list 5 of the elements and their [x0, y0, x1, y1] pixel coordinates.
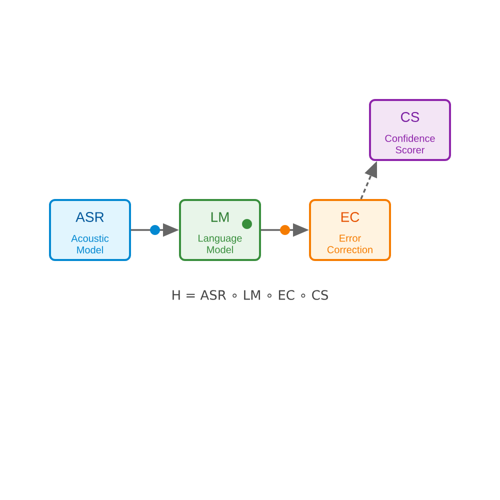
model-box: CS Confidence Scorer — [369, 99, 451, 161]
model-box: LM Language Model — [179, 199, 261, 261]
model-box: EC Error Correction — [309, 199, 391, 261]
model-box: ASR Acoustic Model — [49, 199, 131, 261]
formula-text: H = ASR ∘ LM ∘ EC ∘ CS — [172, 290, 328, 300]
